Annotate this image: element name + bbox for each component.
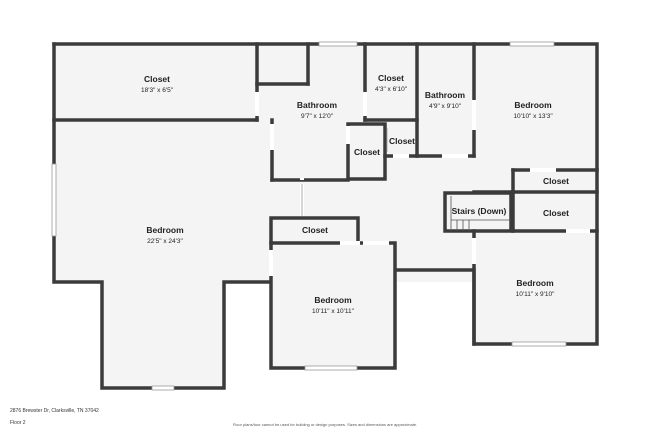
bedroom-center-dim: 10'11" x 10'11"	[312, 308, 355, 315]
stairs-label: Stairs (Down)	[452, 206, 507, 216]
address-label: 2876 Brewster Dr, Clarksville, TN 37042	[10, 408, 99, 414]
bathroom-2-name: Bathroom	[425, 90, 466, 100]
floor-label: Floor 2	[10, 420, 26, 426]
bathroom-2-dim: 4'9" x 9'10"	[429, 103, 462, 110]
bedroom-bottom-right-dim: 10'11" x 9'10"	[516, 291, 555, 298]
closet-small-top-name: Closet	[378, 73, 404, 83]
closet-bath-b-name: Closet	[389, 136, 415, 146]
windows	[51, 41, 567, 391]
bedroom-center-name: Bedroom	[314, 295, 352, 305]
closet-right-2-name: Closet	[543, 208, 569, 218]
stairs-treads	[450, 196, 511, 231]
closet-bath-a-name: Closet	[354, 147, 380, 157]
bathroom-1-name: Bathroom	[297, 100, 338, 110]
bedroom-top-right-name: Bedroom	[514, 100, 552, 110]
closet-right-1-name: Closet	[543, 176, 569, 186]
bathroom-1-dim: 9'7" x 12'0"	[301, 113, 334, 120]
bedroom-large-name: Bedroom	[146, 225, 184, 235]
bedroom-large-dim: 22'5" x 24'3"	[147, 238, 183, 245]
floor-fill	[54, 44, 597, 388]
closet-top-left-name: Closet	[144, 74, 170, 84]
disclaimer-text: Floor plans/tour cannot be used for buil…	[232, 422, 418, 427]
bedroom-bottom-right-name: Bedroom	[516, 278, 554, 288]
closet-center-name: Closet	[302, 225, 328, 235]
closet-top-left-dim: 18'3" x 6'5"	[141, 87, 174, 94]
closet-small-top-dim: 4'3" x 6'10"	[375, 86, 408, 93]
bedroom-top-right-dim: 10'10" x 13'3"	[513, 113, 553, 120]
